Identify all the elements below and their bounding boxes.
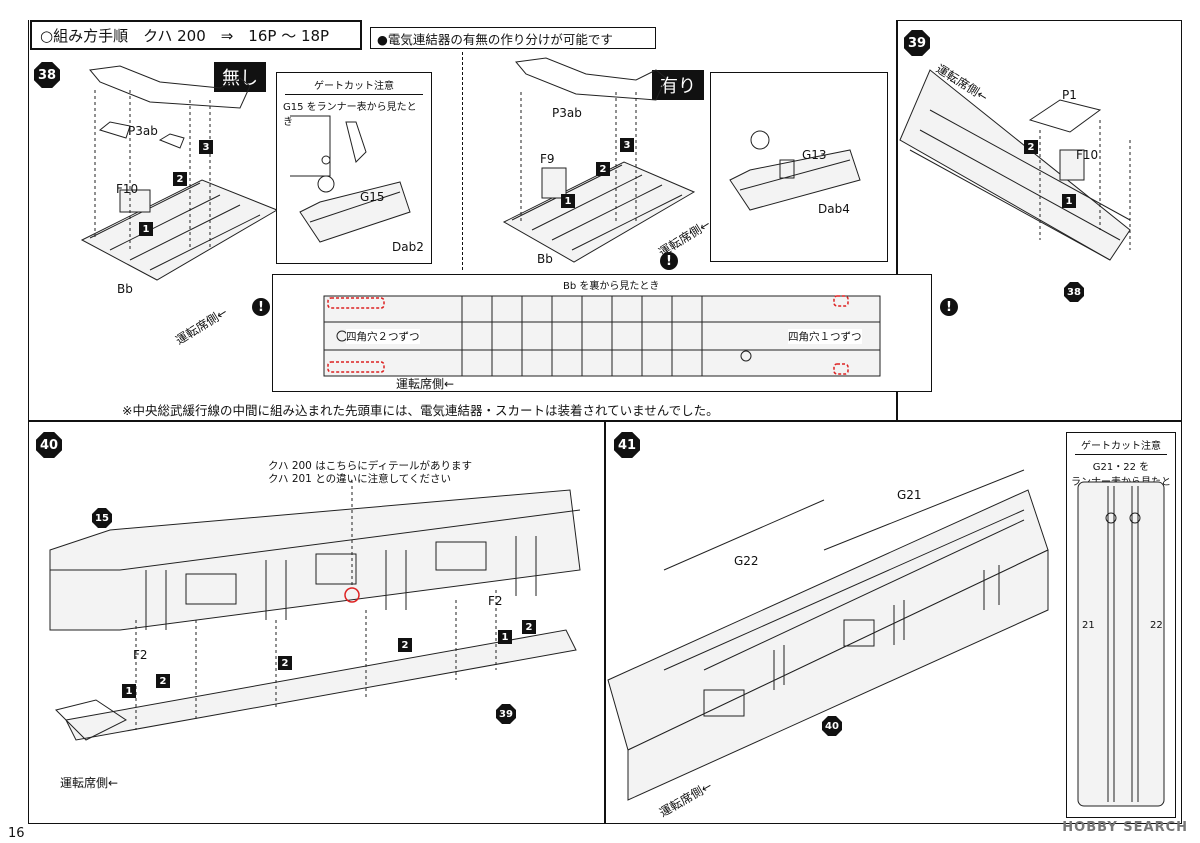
- part-g15: G15: [360, 190, 385, 204]
- part-f10-left: F10: [116, 182, 139, 196]
- part-f2-right: F2: [488, 594, 503, 608]
- gate-cut-header-41: ゲートカット注意: [1075, 437, 1167, 455]
- step-38-marker: 38: [34, 62, 60, 88]
- underside-direction: 運転席側←: [396, 377, 455, 391]
- assembly-dab4: Dab4: [818, 202, 850, 216]
- part-bb-left: Bb: [117, 282, 133, 296]
- order-badge-40-2a: 2: [156, 674, 170, 688]
- assembly-dab2: Dab2: [392, 240, 424, 254]
- watermark: HOBBY SEARCH: [1062, 820, 1188, 835]
- order-badge-40-1a: 1: [122, 684, 136, 698]
- page-number: 16: [8, 826, 25, 841]
- order-badge-40-2b: 2: [278, 656, 292, 670]
- gate-cut-callout-g15: ゲートカット注意 G15 をランナー表から見たとき: [276, 72, 432, 264]
- panel-step-38: [28, 20, 898, 422]
- part-p1: P1: [1062, 88, 1077, 102]
- part-f2-left: F2: [133, 648, 148, 662]
- order-badge-39-1: 1: [1062, 194, 1076, 208]
- warning-icon-underside-right: !: [940, 298, 958, 316]
- step-39-marker: 39: [904, 30, 930, 56]
- underside-title: Bb を裏から見たとき: [563, 281, 660, 292]
- part-f10-39: F10: [1076, 148, 1099, 162]
- divider-38: [462, 52, 463, 270]
- part-g13: G13: [802, 148, 827, 162]
- gate-desc-41-line1: G21・22 を: [1092, 462, 1150, 473]
- runner-label-22: 22: [1150, 620, 1163, 631]
- footnote-38: ※中央総武緩行線の中間に組み込まれた先頭車には、電気連結器・スカートは装着されて…: [122, 403, 719, 418]
- underside-left-note: 四角穴２つずつ: [346, 329, 420, 344]
- gate-cut-header: ゲートカット注意: [285, 77, 423, 95]
- runner-drawing: [1077, 481, 1165, 807]
- direction-label-40: 運転席側←: [60, 776, 119, 790]
- step-38-right-drawing: [502, 57, 696, 263]
- detail-note-1: クハ 200 はこちらにディテールがあります: [268, 460, 472, 472]
- ref-step-39: 39: [496, 704, 516, 724]
- order-badge-2-right: 2: [596, 162, 610, 176]
- panel-step-40: [28, 420, 606, 824]
- part-bb-right: Bb: [537, 252, 553, 266]
- part-g22: G22: [734, 554, 759, 568]
- part-p3ab-left: P3ab: [128, 124, 158, 138]
- page-title: ○組み方手順 クハ 200 ⇒ 16P ～ 18P: [30, 20, 362, 50]
- order-badge-1: 1: [139, 222, 153, 236]
- underside-right-note: 四角穴１つずつ: [788, 329, 862, 344]
- order-badge-3-right: 3: [620, 138, 634, 152]
- car-roof-drawing: [607, 469, 1049, 801]
- order-badge-40-2c: 2: [398, 638, 412, 652]
- runner-label-21: 21: [1082, 620, 1095, 631]
- ref-step-15: 15: [92, 508, 112, 528]
- g13-detail-drawing: [729, 130, 861, 211]
- gate-cut-desc: G15 をランナー表から見たとき: [283, 102, 417, 128]
- order-badge-39-2: 2: [1024, 140, 1038, 154]
- ref-step-38: 38: [1064, 282, 1084, 302]
- car-body-drawing: [49, 480, 581, 741]
- step-40-marker: 40: [36, 432, 62, 458]
- order-badge-2: 2: [173, 172, 187, 186]
- order-badge-40-2d: 2: [522, 620, 536, 634]
- warning-icon-underside-left: !: [252, 298, 270, 316]
- ref-step-40: 40: [822, 716, 842, 736]
- order-badge-3: 3: [199, 140, 213, 154]
- part-g21: G21: [897, 488, 922, 502]
- with-coupler-label: 有り: [652, 70, 704, 100]
- panel-step-41: [604, 420, 1182, 824]
- panel-step-39: [896, 20, 1182, 422]
- step-39-drawing: [899, 69, 1131, 261]
- part-p3ab-right: P3ab: [552, 106, 582, 120]
- warning-icon-38-right: !: [660, 252, 678, 270]
- detail-note-2: クハ 201 との違いに注意してください: [268, 473, 451, 485]
- part-f9: F9: [540, 152, 555, 166]
- order-badge-1-right: 1: [561, 194, 575, 208]
- g15-detail-drawing: [290, 115, 411, 243]
- order-badge-40-1b: 1: [498, 630, 512, 644]
- variant-note: ●電気連結器の有無の作り分けが可能です: [370, 27, 656, 49]
- step-41-marker: 41: [614, 432, 640, 458]
